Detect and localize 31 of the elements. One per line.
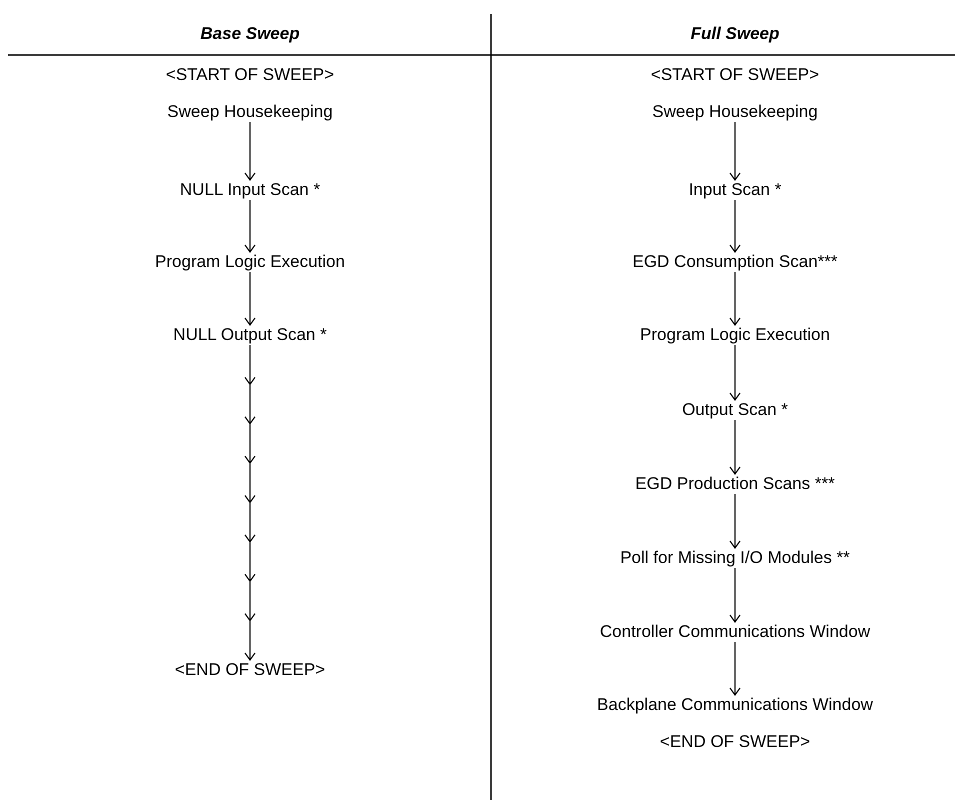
arrow (729, 121, 741, 182)
step-label: NULL Output Scan * (173, 325, 327, 345)
arrow (729, 199, 741, 254)
step-label: <START OF SWEEP> (650, 65, 820, 85)
step-label: Controller Communications Window (600, 622, 870, 642)
step-label: Backplane Communications Window (597, 695, 873, 715)
arrow (244, 344, 256, 662)
step-label: NULL Input Scan * (180, 180, 320, 200)
step-label: Sweep Housekeeping (167, 102, 333, 122)
step-label: Program Logic Execution (155, 252, 345, 272)
arrow (729, 419, 741, 476)
step-label: Input Scan * (688, 180, 782, 200)
step-label: EGD Consumption Scan*** (632, 252, 838, 272)
step-label: Poll for Missing I/O Modules ** (620, 548, 850, 568)
arrow (729, 567, 741, 624)
step-label: <END OF SWEEP> (660, 732, 810, 752)
arrow (244, 199, 256, 254)
arrow (729, 493, 741, 550)
arrow (729, 344, 741, 402)
arrow (729, 641, 741, 696)
step-label: Sweep Housekeeping (652, 102, 818, 122)
step-label: EGD Production Scans *** (635, 474, 835, 494)
arrow (729, 271, 741, 326)
step-label: Program Logic Execution (640, 325, 830, 345)
step-label: <START OF SWEEP> (166, 65, 334, 85)
column-header: Full Sweep (690, 24, 780, 44)
arrow (244, 121, 256, 182)
column-header: Base Sweep (200, 24, 300, 44)
arrow (244, 271, 256, 326)
step-label: Output Scan * (682, 400, 788, 420)
step-label: <END OF SWEEP> (174, 660, 326, 680)
